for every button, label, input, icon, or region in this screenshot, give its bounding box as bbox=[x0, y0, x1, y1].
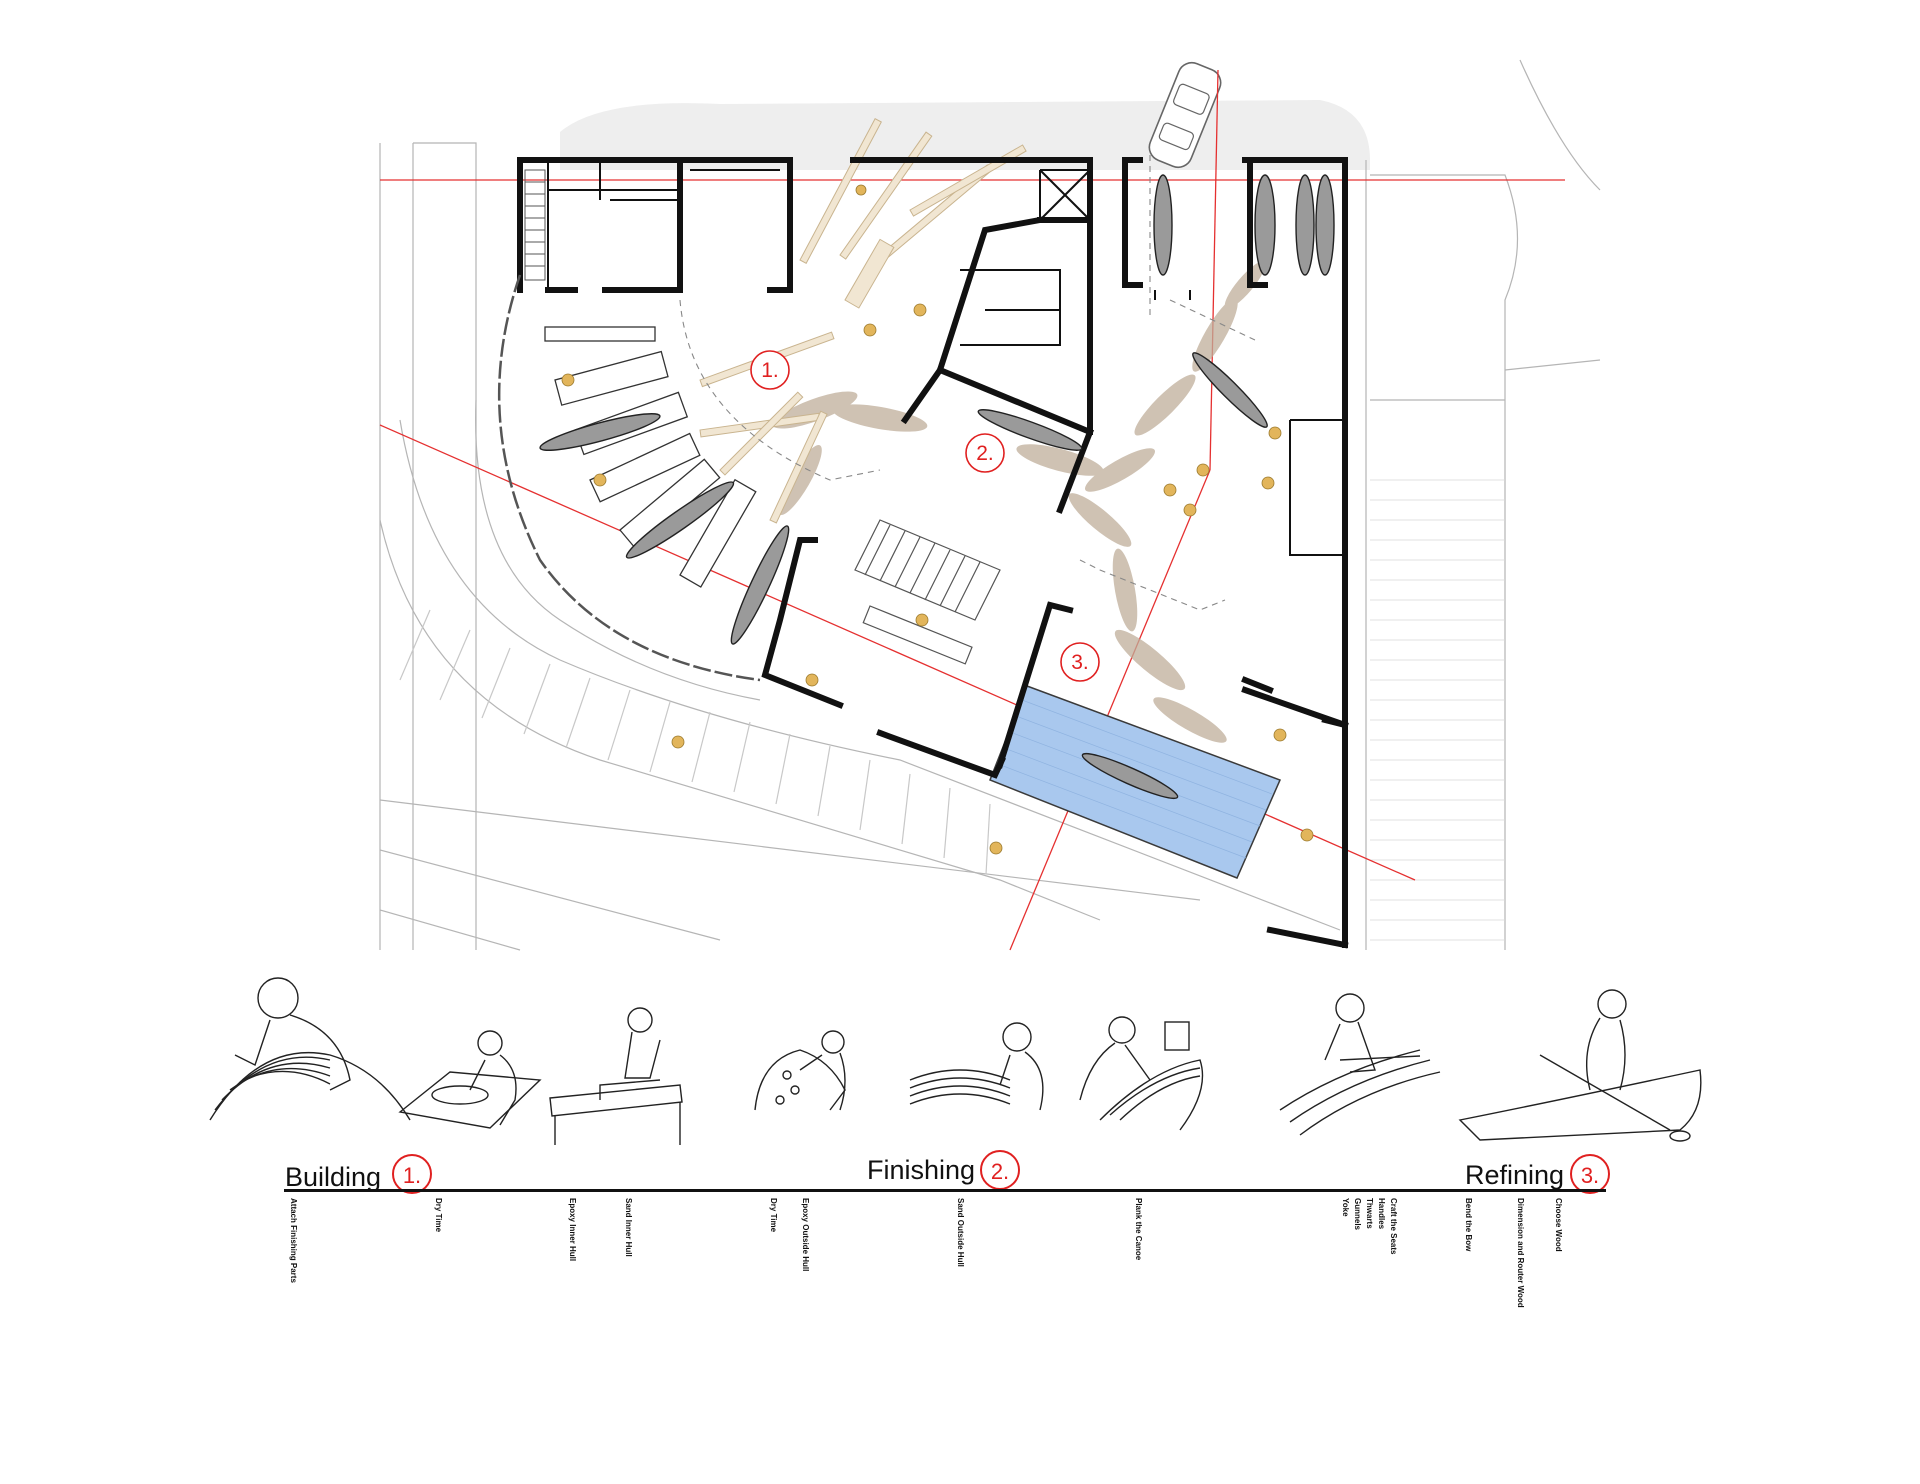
interior-partitions bbox=[547, 160, 1345, 556]
west-curtain-wall bbox=[498, 274, 761, 682]
building-walls bbox=[517, 157, 1349, 949]
zone-1-marker: 1. bbox=[750, 350, 790, 390]
phase-refining-label: Refining bbox=[1465, 1160, 1565, 1190]
person-paddling-canoe-icon bbox=[1458, 989, 1702, 1142]
canoe-icon bbox=[1153, 174, 1173, 276]
floor-plan: 1. 2. 3. bbox=[379, 59, 1601, 951]
step-label: Yoke bbox=[1341, 1198, 1350, 1217]
worker-markers bbox=[561, 184, 1314, 855]
worker-fitting-gunwale-icon bbox=[1279, 993, 1441, 1136]
process-figures bbox=[209, 977, 1702, 1145]
timeline-rule bbox=[284, 1189, 1606, 1192]
regulating-lines bbox=[379, 69, 1565, 951]
canoe-icon bbox=[1295, 174, 1315, 276]
parking-stalls bbox=[399, 609, 991, 875]
step-label: Dry Time bbox=[769, 1198, 778, 1233]
step-label: Gunnels bbox=[1353, 1198, 1362, 1231]
canoe-icon bbox=[539, 413, 661, 451]
step-label: Epoxy Outside Hull bbox=[801, 1198, 810, 1272]
canoe-icon bbox=[730, 525, 790, 645]
canoe-icon bbox=[1254, 174, 1276, 276]
step-label: Plank the Canoe bbox=[1134, 1198, 1143, 1261]
drying-rack bbox=[854, 519, 1001, 665]
svg-text:3.: 3. bbox=[1071, 651, 1089, 674]
phase-finishing-label: Finishing bbox=[867, 1155, 976, 1185]
zone-3-marker: 3. bbox=[1060, 642, 1100, 682]
svg-text:1.: 1. bbox=[761, 359, 779, 382]
worker-at-saw-bench-icon bbox=[549, 1007, 683, 1145]
canoe-icon bbox=[1192, 352, 1268, 428]
stair bbox=[524, 169, 546, 281]
step-label: Craft the Seats bbox=[1389, 1198, 1398, 1255]
step-label: Handles bbox=[1377, 1198, 1386, 1230]
step-label: Attach Finishing Parts bbox=[289, 1198, 298, 1283]
svg-text:2.: 2. bbox=[976, 442, 994, 465]
step-label: Epoxy Inner Hull bbox=[568, 1198, 577, 1262]
lumber-planks bbox=[699, 118, 1027, 524]
worker-applying-epoxy-icon bbox=[1079, 1016, 1204, 1131]
worker-at-bending-jig-icon bbox=[754, 1030, 846, 1111]
worker-sanding-strips-icon bbox=[909, 1022, 1044, 1111]
step-label: Thwarts bbox=[1365, 1198, 1374, 1229]
canoe-icon bbox=[977, 409, 1083, 451]
phase-building-label: Building bbox=[285, 1162, 382, 1192]
worker-at-ribbed-hull-icon bbox=[209, 977, 411, 1121]
phase-finishing-number: 2. bbox=[980, 1150, 1020, 1190]
circulation-flow bbox=[772, 261, 1266, 743]
step-label: Dry Time bbox=[434, 1198, 443, 1233]
step-label: Sand Outside Hull bbox=[956, 1198, 965, 1267]
step-label: Choose Wood bbox=[1554, 1198, 1563, 1252]
step-label: Bend the Bow bbox=[1464, 1198, 1473, 1252]
phase-building-number: 1. bbox=[392, 1154, 432, 1194]
worker-routing-board-icon bbox=[398, 1030, 542, 1129]
zone-2-marker: 2. bbox=[965, 433, 1005, 473]
canoe-icon bbox=[1081, 752, 1179, 800]
step-label: Dimension and Router Wood bbox=[1516, 1198, 1525, 1308]
car-icon bbox=[1148, 61, 1222, 169]
work-zone-outlines bbox=[679, 155, 1256, 611]
adjacent-building-hatch bbox=[1370, 479, 1505, 941]
site-context bbox=[379, 59, 1601, 951]
phase-refining-number: 3. bbox=[1570, 1154, 1610, 1194]
canoe-icon bbox=[625, 481, 735, 559]
step-label: Sand Inner Hull bbox=[624, 1198, 633, 1257]
canoe-icon bbox=[1315, 174, 1335, 276]
canoes bbox=[539, 174, 1335, 800]
